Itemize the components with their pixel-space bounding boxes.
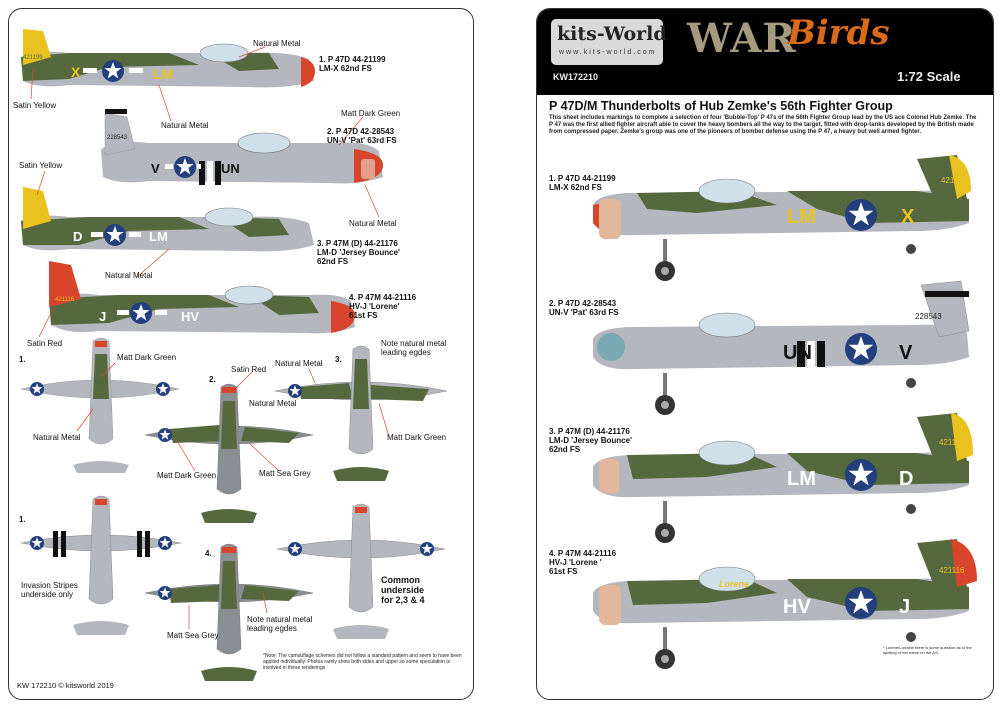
plan-view-1-underside	[20, 337, 180, 473]
profile-1-code-lm: LM	[153, 66, 173, 82]
profile-2-label: 2. P 47D 42-28543 UN-V 'Pat' 63rd FS	[327, 127, 397, 145]
callout-natural-metal-7: Natural Metal	[33, 433, 81, 442]
profile-2-code-v: V	[151, 161, 160, 176]
decal-2-code-v: V	[899, 342, 913, 364]
callout-satin-yellow-1: Satin Yellow	[13, 101, 57, 110]
profile-2-code-un: UN	[221, 161, 240, 176]
profile-1-label: 1. P 47D 44-21199 LM-X 62nd FS	[319, 55, 386, 73]
profile-4-side-view	[49, 261, 355, 334]
instruction-sheet: X LM 421199 V UN 228543 D LM	[8, 8, 474, 700]
callout-satin-red-1: Satin Red	[27, 339, 63, 348]
callout-note-leading-edges-1: Note natural metal leading egdes	[381, 339, 447, 357]
decal-4-code-j: J	[899, 596, 910, 618]
sheet-description: This sheet includes markings to complete…	[549, 115, 977, 136]
decal-profile-4	[593, 539, 977, 669]
warbirds-logo-war: WAR	[687, 15, 797, 62]
decal-small-note: * Lorene/Lorraine there is some question…	[883, 645, 972, 655]
profile-4-code-hv: HV	[181, 309, 199, 324]
decal-2-serial: 228543	[915, 312, 942, 321]
decal-4-nose-art: Lorene	[719, 579, 749, 589]
profile-3-side-view	[21, 187, 314, 252]
callout-natural-metal-3: Natural Metal	[349, 219, 397, 228]
common-underside-view	[276, 503, 446, 639]
callout-matt-sea-grey-1: Matt Sea Grey	[259, 469, 311, 478]
profile-1-code-x: X	[71, 64, 81, 80]
callout-satin-red-2: Satin Red	[231, 365, 267, 374]
decal-2-label: 2. P 47D 42-28543 UN-V 'Pat' 63rd FS	[549, 299, 619, 317]
callout-natural-metal-6: Natural Metal	[249, 399, 297, 408]
brand-name: kits-World	[557, 23, 667, 45]
callout-natural-metal-2: Natural Metal	[161, 121, 209, 130]
decal-profile-1	[593, 155, 971, 281]
callout-matt-dark-green-2: Matt Dark Green	[117, 353, 177, 362]
scale-label: 1:72 Scale	[897, 69, 961, 84]
brand-url: www.kits-world.com	[559, 49, 657, 56]
callout-matt-dark-green-4: Matt Dark Green	[387, 433, 447, 442]
decal-1-serial: 421199	[941, 176, 968, 185]
profile-4-label: 4. P 47M 44-21116 HV-J 'Lorene' 61st FS	[349, 293, 417, 320]
camouflage-footnote: *Note: The camouflage schemes did not fo…	[263, 653, 462, 671]
plan-number-2: 2.	[209, 375, 216, 384]
decal-4-code-hv: HV	[783, 596, 811, 618]
left-artwork: X LM 421199 V UN 228543 D LM	[20, 29, 448, 681]
decal-3-code-d: D	[899, 468, 913, 490]
callout-note-leading-edges-2: Note natural metal leading egdes	[247, 615, 313, 633]
callout-matt-sea-grey-2: Matt Sea Grey	[167, 631, 219, 640]
decal-1-code-lm: LM	[787, 206, 816, 228]
profile-1-serial: 421199	[23, 55, 43, 61]
callout-matt-dark-green-1: Matt Dark Green	[341, 109, 401, 118]
callout-lines	[30, 46, 390, 629]
profile-3-code-d: D	[73, 229, 82, 244]
profile-2-serial: 228543	[107, 135, 128, 141]
decal-3-code-lm: LM	[787, 468, 816, 490]
decal-profile-3	[593, 413, 973, 543]
brand-header: kits-World www.kits-world.com KW172210 W…	[537, 9, 993, 95]
decal-sheet: kits-World www.kits-world.com KW172210 W…	[536, 8, 994, 700]
profile-3-serial: 421176	[25, 219, 45, 225]
warbirds-logo-birds: Birds	[787, 13, 890, 53]
plan-number-1b: 1.	[19, 515, 26, 524]
profile-4-code-j: J	[99, 309, 106, 324]
callout-matt-dark-green-3: Matt Dark Green	[157, 471, 217, 480]
profile-3-code-lm: LM	[149, 229, 168, 244]
callout-natural-metal-4: Natural Metal	[105, 271, 153, 280]
decal-3-serial: 421176	[939, 438, 966, 447]
callout-natural-metal-1: Natural Metal	[253, 39, 301, 48]
plan-view-1-invasion	[20, 495, 182, 635]
decal-3-label: 3. P 47M (D) 44-21176 LM-D 'Jersey Bounc…	[549, 427, 632, 454]
plan-view-4-upper	[144, 543, 314, 681]
plan-number-4: 4.	[205, 549, 212, 558]
callout-natural-metal-5: Natural Metal	[275, 359, 323, 368]
decal-profile-2	[593, 280, 970, 415]
copyright-line: KW 172210 © kitsworld 2019	[17, 681, 114, 690]
product-code: KW172210	[553, 72, 599, 82]
decal-4-label: 4. P 47M 44-21116 HV-J 'Lorene ' 61st FS	[549, 549, 617, 576]
decal-4-serial: 421116	[939, 566, 965, 575]
profile-4-serial: 421116	[55, 297, 75, 303]
profile-3-label: 3. P 47M (D) 44-21176 LM-D 'Jersey Bounc…	[317, 239, 400, 266]
right-artwork: LM X 421199 UN V 228543	[593, 155, 977, 669]
callout-satin-yellow-2: Satin Yellow	[19, 161, 63, 170]
profile-2-side-view	[101, 109, 383, 185]
kits-world-logo	[551, 19, 663, 65]
plan-view-3-upper	[274, 345, 448, 481]
profile-1-side-view	[21, 29, 315, 88]
decal-1-code-x: X	[901, 206, 915, 228]
sheet-title: P 47D/M Thunderbolts of Hub Zemke's 56th…	[549, 99, 893, 113]
plan-view-2-upper	[144, 383, 314, 523]
plan-number-1a: 1.	[19, 355, 26, 364]
callout-invasion-stripes: Invasion Stripes underside only	[21, 581, 78, 599]
callout-common-underside: Common underside for 2,3 & 4	[381, 575, 425, 605]
decal-1-label: 1. P 47D 44-21199 LM-X 62nd FS	[549, 174, 616, 192]
plan-number-3: 3.	[335, 355, 342, 364]
decal-2-code-un: UN	[783, 342, 812, 364]
